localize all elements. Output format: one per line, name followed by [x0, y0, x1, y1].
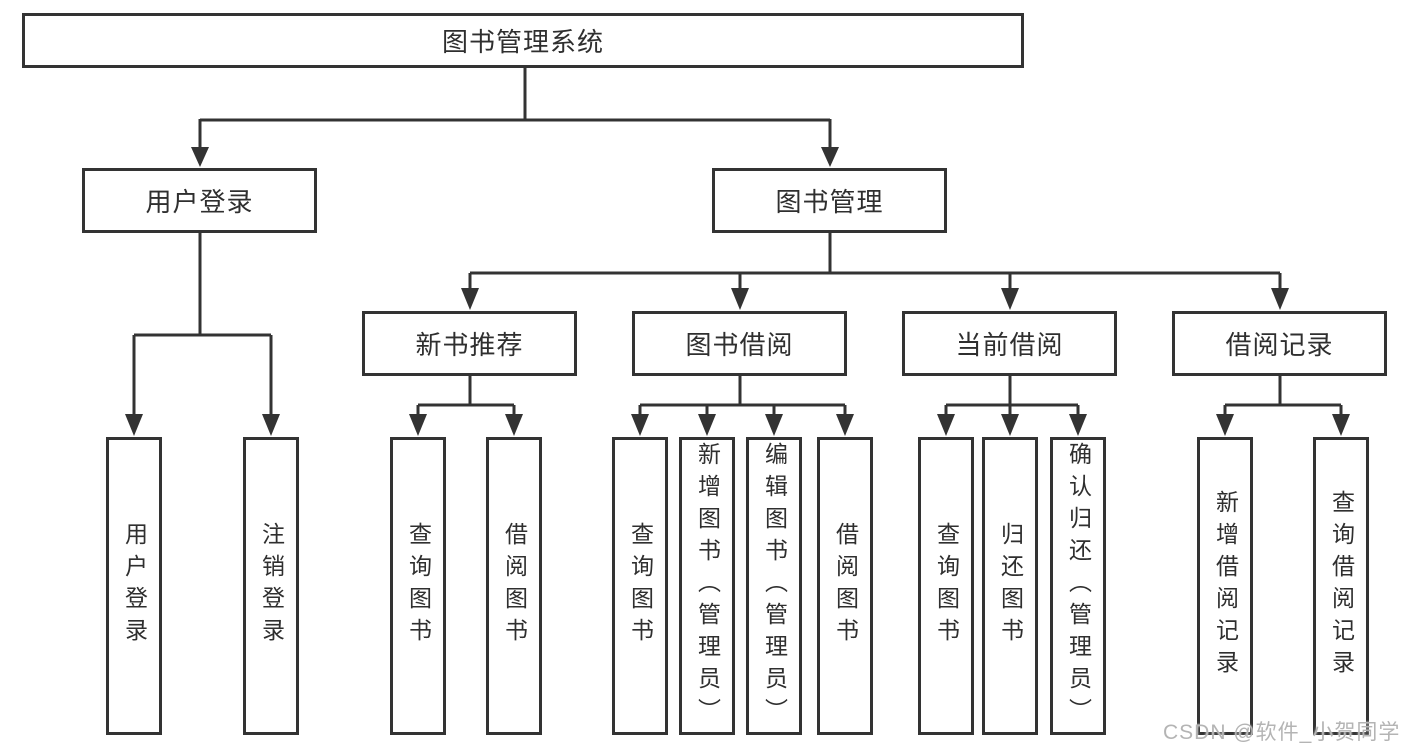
leaf-confirm-return-admin: 确认归还（管理员） — [1050, 437, 1106, 735]
node-book-management: 图书管理 — [712, 168, 947, 233]
node-label: 图书借阅 — [685, 330, 794, 360]
leaf-query-books-current: 查询图书 — [918, 437, 974, 735]
csdn-watermark: CSDN @软件_小贺同学 — [1163, 721, 1401, 744]
node-user-login: 用户登录 — [82, 168, 317, 233]
leaf-label: 用户登录 — [121, 522, 148, 650]
node-system-root: 图书管理系统 — [22, 13, 1024, 68]
leaf-label: 查询图书 — [933, 522, 960, 650]
connector-bookmgmt-to-level3 — [468, 233, 1282, 291]
leaf-borrow-books-recommend: 借阅图书 — [486, 437, 542, 735]
connector-current-to-leaves — [944, 376, 1080, 418]
arrow-down-icon — [125, 414, 143, 436]
leaf-query-books-recommend: 查询图书 — [390, 437, 446, 735]
leaf-label: 新增图书（管理员） — [694, 442, 721, 730]
arrow-down-icon — [1069, 414, 1087, 436]
leaf-logout: 注销登录 — [243, 437, 299, 735]
node-borrow-records: 借阅记录 — [1172, 311, 1387, 376]
leaf-label: 借阅图书 — [501, 522, 528, 650]
arrow-down-icon — [505, 414, 523, 436]
connector-records-to-leaves — [1223, 376, 1343, 418]
leaf-label: 查询图书 — [405, 522, 432, 650]
connector-newbooks-to-leaves — [416, 376, 516, 418]
arrow-down-icon — [1001, 414, 1019, 436]
arrow-down-icon — [821, 147, 839, 167]
node-label: 新书推荐 — [415, 330, 524, 360]
arrow-down-icon — [191, 147, 209, 167]
node-book-borrow: 图书借阅 — [632, 311, 847, 376]
leaf-add-book-admin: 新增图书（管理员） — [679, 437, 735, 735]
node-label: 用户登录 — [145, 187, 254, 217]
arrow-down-icon — [731, 288, 749, 310]
leaf-label: 确认归还（管理员） — [1065, 442, 1092, 730]
node-label: 图书管理系统 — [441, 27, 604, 57]
arrow-down-icon — [461, 288, 479, 310]
leaf-query-books-borrow: 查询图书 — [612, 437, 668, 735]
connector-root-to-level2 — [198, 68, 832, 150]
arrow-down-icon — [1271, 288, 1289, 310]
leaf-edit-book-admin: 编辑图书（管理员） — [746, 437, 802, 735]
arrow-down-icon — [409, 414, 427, 436]
node-label: 借阅记录 — [1225, 330, 1334, 360]
leaf-user-login: 用户登录 — [106, 437, 162, 735]
leaf-query-borrow-record: 查询借阅记录 — [1313, 437, 1369, 735]
leaf-label: 查询借阅记录 — [1328, 490, 1355, 682]
leaf-label: 注销登录 — [258, 522, 285, 650]
leaf-label: 查询图书 — [627, 522, 654, 650]
node-label: 当前借阅 — [955, 330, 1064, 360]
arrowheads — [125, 147, 1350, 436]
arrow-down-icon — [698, 414, 716, 436]
arrow-down-icon — [262, 414, 280, 436]
leaf-label: 新增借阅记录 — [1212, 490, 1239, 682]
node-current-borrow: 当前借阅 — [902, 311, 1117, 376]
leaf-borrow-books: 借阅图书 — [817, 437, 873, 735]
connector-borrow-to-leaves — [638, 376, 847, 418]
arrow-down-icon — [765, 414, 783, 436]
arrow-down-icon — [1001, 288, 1019, 310]
leaf-add-borrow-record: 新增借阅记录 — [1197, 437, 1253, 735]
arrow-down-icon — [836, 414, 854, 436]
arrow-down-icon — [1332, 414, 1350, 436]
node-label: 图书管理 — [775, 187, 884, 217]
connector-userlogin-to-leaves — [132, 233, 273, 418]
arrow-down-icon — [631, 414, 649, 436]
leaf-label: 归还图书 — [997, 522, 1024, 650]
leaf-return-book: 归还图书 — [982, 437, 1038, 735]
node-new-book-recommend: 新书推荐 — [362, 311, 577, 376]
leaf-label: 借阅图书 — [832, 522, 859, 650]
arrow-down-icon — [937, 414, 955, 436]
arrow-down-icon — [1216, 414, 1234, 436]
leaf-label: 编辑图书（管理员） — [761, 442, 788, 730]
